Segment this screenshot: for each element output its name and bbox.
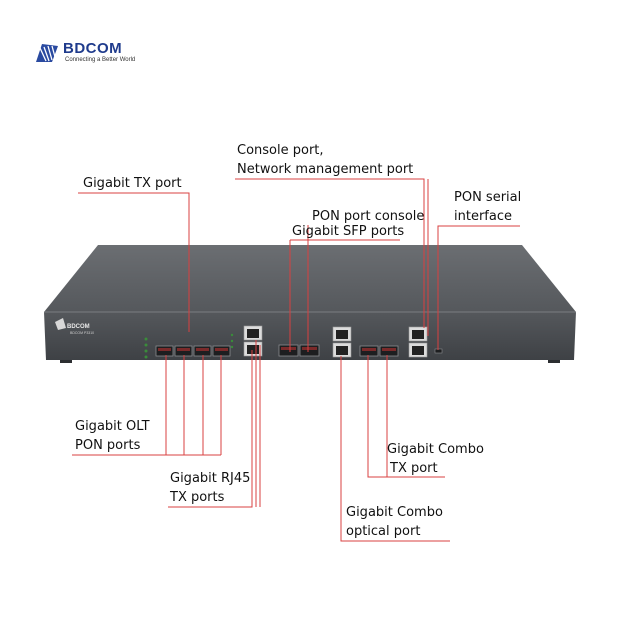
bdcom-logo-icon [36, 44, 58, 62]
combo-ports [332, 326, 352, 358]
label-pon-port-console: PON port console [312, 209, 425, 224]
status-leds [144, 337, 148, 359]
brand-tagline: Connecting a Better World [65, 57, 136, 63]
brand-name: BDCOM [63, 40, 123, 57]
label-gigabit-combo-tx-port: Gigabit Combo TX port [387, 442, 484, 476]
chassis-top [44, 245, 576, 312]
label-console-port: Console port, Network management port [237, 143, 414, 177]
gigabit-sfp-ports [278, 344, 320, 357]
rj45-tx-ports [243, 325, 263, 357]
label-gigabit-tx-port: Gigabit TX port [83, 176, 182, 191]
label-gigabit-sfp-ports: Gigabit SFP ports [292, 224, 405, 239]
device-model: BDCOM P3310 [70, 331, 94, 335]
label-gigabit-rj45-tx-ports: Gigabit RJ45 TX ports [170, 471, 251, 505]
device-brand: BDCOM [67, 324, 90, 330]
combo-sfp-ports [359, 345, 399, 357]
label-pon-serial-interface: PON serial interface [454, 190, 522, 224]
label-gigabit-combo-optical-port: Gigabit Combo optical port [346, 505, 443, 539]
leader-lines [72, 178, 520, 542]
label-gigabit-olt-pon-ports: Gigabit OLT PON ports [75, 419, 150, 453]
brand-logo: BDCOM Connecting a Better World [34, 40, 154, 70]
console-mgmt-ports [408, 326, 428, 358]
